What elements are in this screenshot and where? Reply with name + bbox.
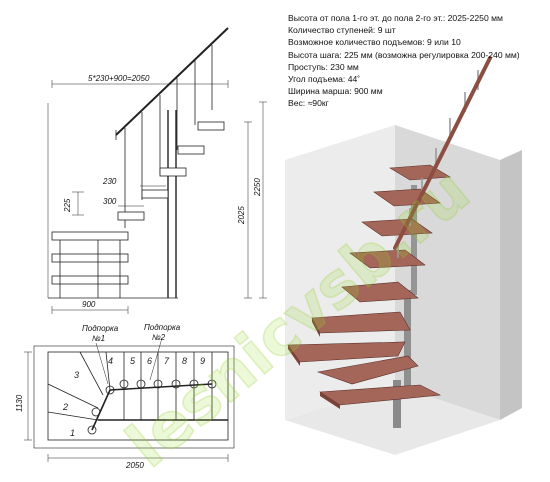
spec-weight: Вес: ≈90кг	[288, 98, 329, 109]
step-number: 6	[147, 356, 152, 366]
step-number: 1	[70, 428, 75, 438]
render-3d	[285, 56, 522, 455]
spec-angle: Угол подъема: 44˚	[288, 74, 361, 85]
side-view	[47, 27, 267, 314]
side-wall	[500, 150, 522, 420]
treads	[287, 164, 451, 409]
tread-1	[319, 384, 442, 406]
tread-2	[316, 355, 419, 385]
tread-3-edge	[288, 345, 300, 366]
step-number: 8	[182, 356, 187, 366]
handrail-3d	[393, 56, 492, 250]
step-number: 7	[164, 356, 170, 366]
handrail-side	[115, 27, 229, 136]
tread-5	[341, 281, 419, 303]
spec-rise-count: Возможное количество подъемов: 9 или 10	[288, 37, 461, 48]
spec-step-count: Количество ступеней: 9 шт	[288, 25, 396, 36]
dim-1130: 1130	[15, 394, 24, 412]
dim-top: 5*230+900=2050	[88, 74, 150, 83]
step-number: 2	[62, 402, 68, 412]
support-2-label: Подпорка	[144, 323, 181, 332]
dim-300: 300	[103, 197, 117, 206]
spec-width: Ширина марша: 900 мм	[288, 86, 383, 97]
spec-step-height: Высота шага: 225 мм (возможна регулировк…	[288, 49, 520, 60]
step-numbers: 1 2 3 4 5 6 7 8 9	[62, 356, 205, 438]
dim-2050: 2050	[125, 461, 144, 470]
dim-225: 225	[63, 198, 72, 213]
spec-tread-depth: Проступь: 230 мм	[288, 61, 359, 72]
plan-view	[24, 337, 235, 462]
tread-6	[349, 249, 426, 269]
post-mid	[404, 290, 411, 390]
support-1-number: №1	[92, 334, 105, 343]
tread-4-edge	[312, 318, 320, 337]
tread-4	[311, 311, 411, 334]
post-top	[411, 185, 417, 295]
tread-7	[361, 218, 433, 237]
specs-panel: Высота от пола 1-го эт. до пола 2-го эт.…	[288, 12, 520, 110]
step-number: 3	[74, 370, 79, 380]
dim-2250: 2250	[253, 178, 262, 197]
floor-shadow	[285, 385, 500, 455]
support-2-number: №2	[152, 333, 166, 342]
dim-900: 900	[82, 300, 96, 309]
step-number: 9	[200, 356, 205, 366]
support-1-label: Подпорка	[82, 324, 119, 333]
tread-1-edge	[320, 392, 340, 409]
step-number: 4	[108, 356, 113, 366]
spec-height: Высота от пола 1-го эт. до пола 2-го эт.…	[288, 13, 503, 23]
dim-230: 230	[102, 177, 117, 186]
dim-2025: 2025	[237, 206, 246, 225]
step-number: 5	[130, 356, 136, 366]
post-bottom	[393, 380, 401, 428]
